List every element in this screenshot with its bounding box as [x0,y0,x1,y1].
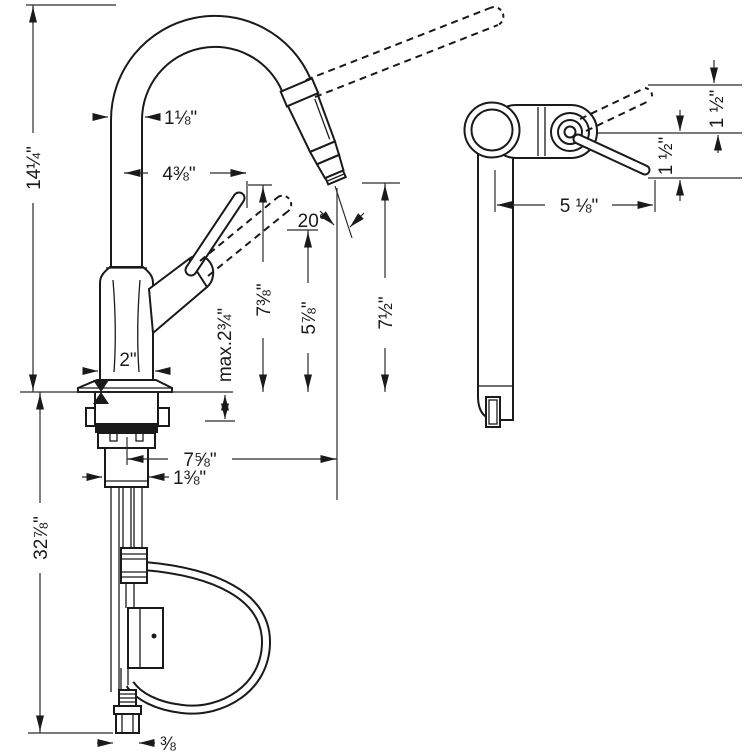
handle-lever-dashed [207,211,288,277]
supply-tubes [110,487,143,692]
dim-handle-up: 1 ½" [707,90,728,128]
dim-spray-ref-height: 5⅞" [299,301,320,334]
mounting-block [94,391,159,425]
side-dimensions: 1 ½" 1 ½" 5 ⅛" [494,60,742,217]
datum-marker [93,380,109,392]
dim-thread: ⅜ [160,734,176,755]
seal-ring [95,424,158,433]
dim-hose-length: 32⅞" [31,516,52,560]
dim-shank-width: 1⅜" [173,468,206,489]
dim-counter-thickness: max.2¾" [215,308,236,382]
handle-lever-dashed [199,196,279,262]
side-view [463,87,742,428]
datum-marker [93,392,109,404]
hose-weight [127,607,164,669]
dim-spout-width: 1⅛" [164,108,197,129]
dim-handle-down: 1 ½" [656,137,677,175]
front-dimensions: 14¼" 32⅞" ⅜ 1⅛" 4⅜" 20° [20,4,400,755]
dim-handle-height: 7⅜" [254,283,275,316]
side-handle-lever-dashed [585,99,652,132]
dim-spray-angle: 20° [298,211,327,232]
pullout-dashed-line [314,24,499,98]
hose-fitting [120,547,148,584]
dim-overall-height: 14¼" [24,146,45,190]
dim-outlet-height: 7½" [376,296,397,329]
pullout-dashed-line [305,7,491,81]
dim-base-width: 2" [119,350,136,371]
escutcheon-flange [77,379,173,393]
dim-handle-reach: 4⅜" [162,164,195,185]
dim-side-handle-length: 5 ⅛" [560,196,598,217]
side-handle-lever-dashed [579,87,646,120]
side-spray-outlet [485,396,501,428]
supply-connector [113,689,142,734]
front-view [77,6,505,734]
dim-outlet-reach: 7⅝" [183,450,216,471]
spray-head [279,77,348,186]
